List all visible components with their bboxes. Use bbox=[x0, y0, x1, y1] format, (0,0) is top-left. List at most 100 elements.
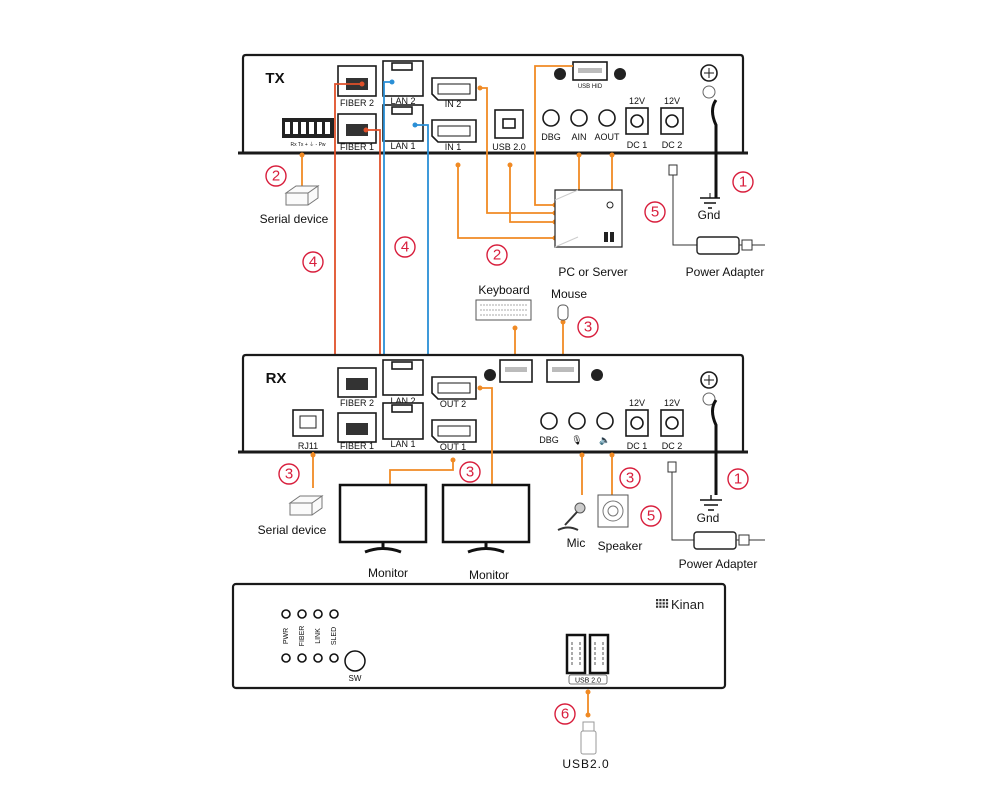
usb-label: USB 2.0 bbox=[575, 678, 601, 685]
step-number: 3 bbox=[626, 470, 634, 487]
logo-dot bbox=[665, 602, 669, 605]
dc1-label: DC 1 bbox=[627, 441, 648, 451]
lan2-port: LAN 2 bbox=[382, 60, 424, 106]
ground-screw-icon bbox=[700, 64, 718, 99]
step-1-gnd: 1 bbox=[732, 171, 754, 193]
step-number: 1 bbox=[734, 471, 742, 488]
logo-dot bbox=[662, 605, 665, 608]
step-6-usb: 6 bbox=[554, 703, 576, 725]
led-icon bbox=[313, 609, 323, 619]
rx-panel: RX RJ11 FIBER 2 FIBER 1 LAN 2 LAN 1 OUT … bbox=[238, 353, 748, 454]
lan2-label: LAN 2 bbox=[390, 96, 415, 106]
dc1-label: DC 1 bbox=[627, 140, 648, 150]
out2-label: OUT 2 bbox=[440, 399, 466, 409]
step-number: 6 bbox=[561, 706, 569, 723]
monitor-1-icon bbox=[338, 483, 428, 554]
power-adapter-icon bbox=[668, 164, 765, 255]
monitor-2-icon bbox=[441, 483, 531, 554]
logo-dot bbox=[662, 602, 665, 605]
rx-peripherals: 3 Serial device Monitor Monitor 3 Mic Sp… bbox=[258, 461, 765, 582]
logo-dot bbox=[656, 602, 659, 605]
fiber1-label: FIBER 1 bbox=[340, 142, 374, 152]
led-link: LINK bbox=[313, 609, 323, 663]
rx-lan1-port: LAN 1 bbox=[382, 402, 424, 449]
usb-stick-icon bbox=[580, 721, 597, 755]
mic-icon bbox=[557, 502, 586, 531]
monitor-2-label: Monitor bbox=[469, 568, 509, 582]
mic-jack-icon: 🎙 bbox=[571, 435, 582, 445]
step-number: 3 bbox=[285, 466, 293, 483]
led-icon bbox=[281, 609, 291, 619]
usb-hid-port: USB HID bbox=[554, 61, 626, 90]
usb20-label: USB 2.0 bbox=[492, 142, 526, 152]
fiber2-port: FIBER 2 bbox=[337, 65, 377, 108]
fiber2-label: FIBER 2 bbox=[340, 98, 374, 108]
step-number: 4 bbox=[401, 239, 409, 256]
led-pwr: PWR bbox=[281, 609, 291, 663]
rx-fiber1-port: FIBER 1 bbox=[337, 412, 377, 451]
sw-button[interactable]: SW bbox=[344, 650, 366, 683]
fiber1-port: FIBER 1 bbox=[337, 113, 377, 152]
front-panel: PWR FIBER LINK SLED SW Kinan USB 2.0 bbox=[231, 582, 727, 690]
usb-stick-connection: 6 USB2.0 bbox=[554, 689, 609, 771]
step-3-monitor: 3 bbox=[459, 461, 481, 483]
logo-dot bbox=[662, 599, 665, 602]
step-3-serial: 3 bbox=[278, 463, 300, 485]
dc2-label: DC 2 bbox=[662, 140, 683, 150]
aout-jack: AOUT bbox=[594, 109, 620, 142]
aout-label: AOUT bbox=[594, 132, 620, 142]
rj11-label: RJ11 bbox=[298, 441, 318, 451]
lan1-label: LAN 1 bbox=[390, 141, 415, 151]
step-number: 3 bbox=[584, 319, 592, 336]
rx-gnd-label: Gnd bbox=[697, 511, 720, 525]
serial-device-label: Serial device bbox=[260, 212, 329, 226]
terminal-block: Rx Tx + ⏚ - Pw bbox=[282, 118, 334, 148]
rx-fiber2-port: FIBER 2 bbox=[337, 367, 377, 408]
ground-icon bbox=[700, 193, 720, 209]
tx-title: TX bbox=[265, 70, 284, 87]
kinan-logo: Kinan bbox=[656, 597, 704, 612]
tx-panel: TX Rx Tx + ⏚ - Pw FIBER 2 FIBER 1 LAN 2 … bbox=[238, 53, 748, 155]
sw-label: SW bbox=[349, 674, 362, 683]
ain-jack: AIN bbox=[570, 109, 588, 142]
dbg-jack: DBG bbox=[541, 109, 561, 142]
led-icon bbox=[297, 653, 307, 663]
front-usb-ports: USB 2.0 bbox=[565, 633, 610, 685]
step-4-fiber: 4 bbox=[302, 251, 324, 273]
speaker-jack-icon: 🔈 bbox=[599, 435, 610, 446]
rx-lan2-port: LAN 2 bbox=[382, 359, 424, 406]
usb-b-port: USB 2.0 bbox=[492, 109, 526, 152]
tx-peripherals: 2 Serial device 4 4 2 PC or Server 1 Gnd… bbox=[260, 164, 765, 338]
rx-cables bbox=[310, 385, 718, 495]
step-number: 5 bbox=[651, 204, 659, 221]
pc-label: PC or Server bbox=[558, 265, 627, 279]
ain-label: AIN bbox=[571, 132, 586, 142]
step-2-serial: 2 bbox=[265, 165, 287, 187]
monitor-1-label: Monitor bbox=[368, 566, 408, 580]
led-sled: SLED bbox=[329, 609, 339, 663]
rx-usb-ports bbox=[484, 359, 603, 383]
dc1-voltage: 12V bbox=[629, 398, 645, 408]
dc2-label: DC 2 bbox=[662, 441, 683, 451]
step-number: 2 bbox=[493, 247, 501, 264]
out1-label: OUT 1 bbox=[440, 442, 466, 452]
mic-label: Mic bbox=[567, 536, 586, 550]
rx-ground-icon bbox=[700, 495, 722, 511]
dc2-voltage: 12V bbox=[664, 398, 680, 408]
step-5-power: 5 bbox=[644, 201, 666, 223]
step-number: 1 bbox=[739, 174, 747, 191]
rx-serial-device-icon bbox=[288, 495, 324, 516]
dc1-voltage: 12V bbox=[629, 96, 645, 106]
logo-dot bbox=[656, 605, 659, 608]
logo-dot bbox=[656, 599, 659, 602]
led-icon bbox=[329, 653, 339, 663]
led-label: FIBER bbox=[299, 626, 306, 647]
logo-dot bbox=[665, 599, 669, 602]
in2-label: IN 2 bbox=[445, 99, 462, 109]
fiber2-label: FIBER 2 bbox=[340, 398, 374, 408]
fiber1-label: FIBER 1 bbox=[340, 441, 374, 451]
speaker-jack: 🔈 bbox=[596, 412, 614, 446]
lan1-port: LAN 1 bbox=[382, 104, 424, 151]
mouse-icon bbox=[557, 304, 569, 321]
